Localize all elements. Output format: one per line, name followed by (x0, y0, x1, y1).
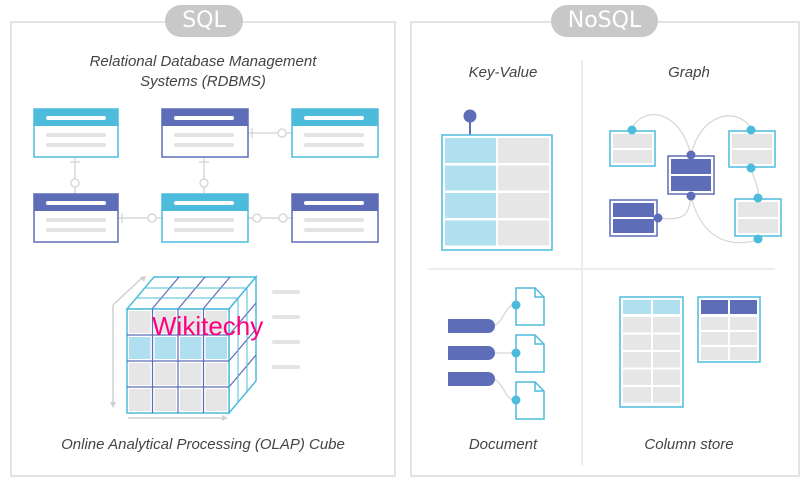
er-table (161, 108, 249, 158)
graph-label: Graph (668, 64, 710, 81)
column-cell (653, 317, 680, 333)
column-header-cell (701, 300, 728, 314)
sql-badge: SQL (165, 5, 243, 37)
cube-cell (154, 363, 176, 385)
column-cell (701, 332, 728, 345)
cube-cell (180, 337, 202, 359)
er-table (33, 193, 119, 243)
column-cell (730, 332, 757, 345)
cube-cell (129, 389, 151, 411)
er-table (161, 193, 249, 243)
er-table (33, 108, 119, 158)
cube-cell (129, 337, 151, 359)
er-table (291, 193, 379, 243)
graph-icon (609, 113, 782, 244)
column-cell (653, 352, 680, 368)
column-cell (701, 317, 728, 330)
kv-key-cell (445, 220, 496, 246)
column-store-label: Column store (644, 436, 734, 453)
column-cell (730, 347, 757, 360)
document-label: Document (468, 436, 538, 453)
cube-cell (180, 311, 202, 333)
olap-caption: Online Analytical Processing (OLAP) Cube (61, 436, 345, 453)
column-header-cell (730, 300, 757, 314)
cube-cell (129, 363, 151, 385)
cube-cell (154, 337, 176, 359)
cube-cell (129, 311, 151, 333)
column-cell (623, 317, 651, 333)
column-cell (623, 334, 651, 350)
cube-cell (154, 311, 176, 333)
kv-key-cell (445, 165, 496, 191)
olap-cube (110, 274, 300, 421)
column-cell (623, 369, 651, 385)
cube-cell (205, 389, 227, 411)
watermark: Wikitechy (152, 311, 264, 341)
key-value-label: Key-Value (468, 64, 538, 81)
cube-cell (154, 389, 176, 411)
nosql-badge: NoSQL (551, 5, 658, 37)
key-value-icon (441, 109, 553, 251)
kv-value-cell (498, 138, 549, 163)
column-cell (701, 347, 728, 360)
cube-cell (180, 389, 202, 411)
kv-value-cell (498, 193, 549, 218)
column-cell (623, 352, 651, 368)
column-store-icon (619, 296, 761, 408)
column-cell (653, 334, 680, 350)
column-cell (623, 387, 651, 403)
cube-cell (205, 311, 227, 333)
kv-value-cell (498, 165, 549, 191)
kv-key-cell (445, 138, 496, 163)
rdbms-title-line2: Systems (RDBMS) (140, 73, 266, 90)
kv-value-cell (498, 220, 549, 246)
document-icon (448, 287, 545, 420)
column-cell (653, 369, 680, 385)
er-connectors (70, 128, 292, 223)
column-header-cell (653, 300, 680, 314)
column-cell (653, 387, 680, 403)
kv-key-cell (445, 193, 496, 218)
cube-cell (205, 363, 227, 385)
cube-cell (180, 363, 202, 385)
rdbms-title-line1: Relational Database Management (89, 53, 317, 70)
er-table (291, 108, 379, 158)
cube-cell (205, 337, 227, 359)
rdbms-title: Relational Database Management Systems (… (30, 52, 376, 92)
column-cell (730, 317, 757, 330)
column-header-cell (623, 300, 651, 314)
